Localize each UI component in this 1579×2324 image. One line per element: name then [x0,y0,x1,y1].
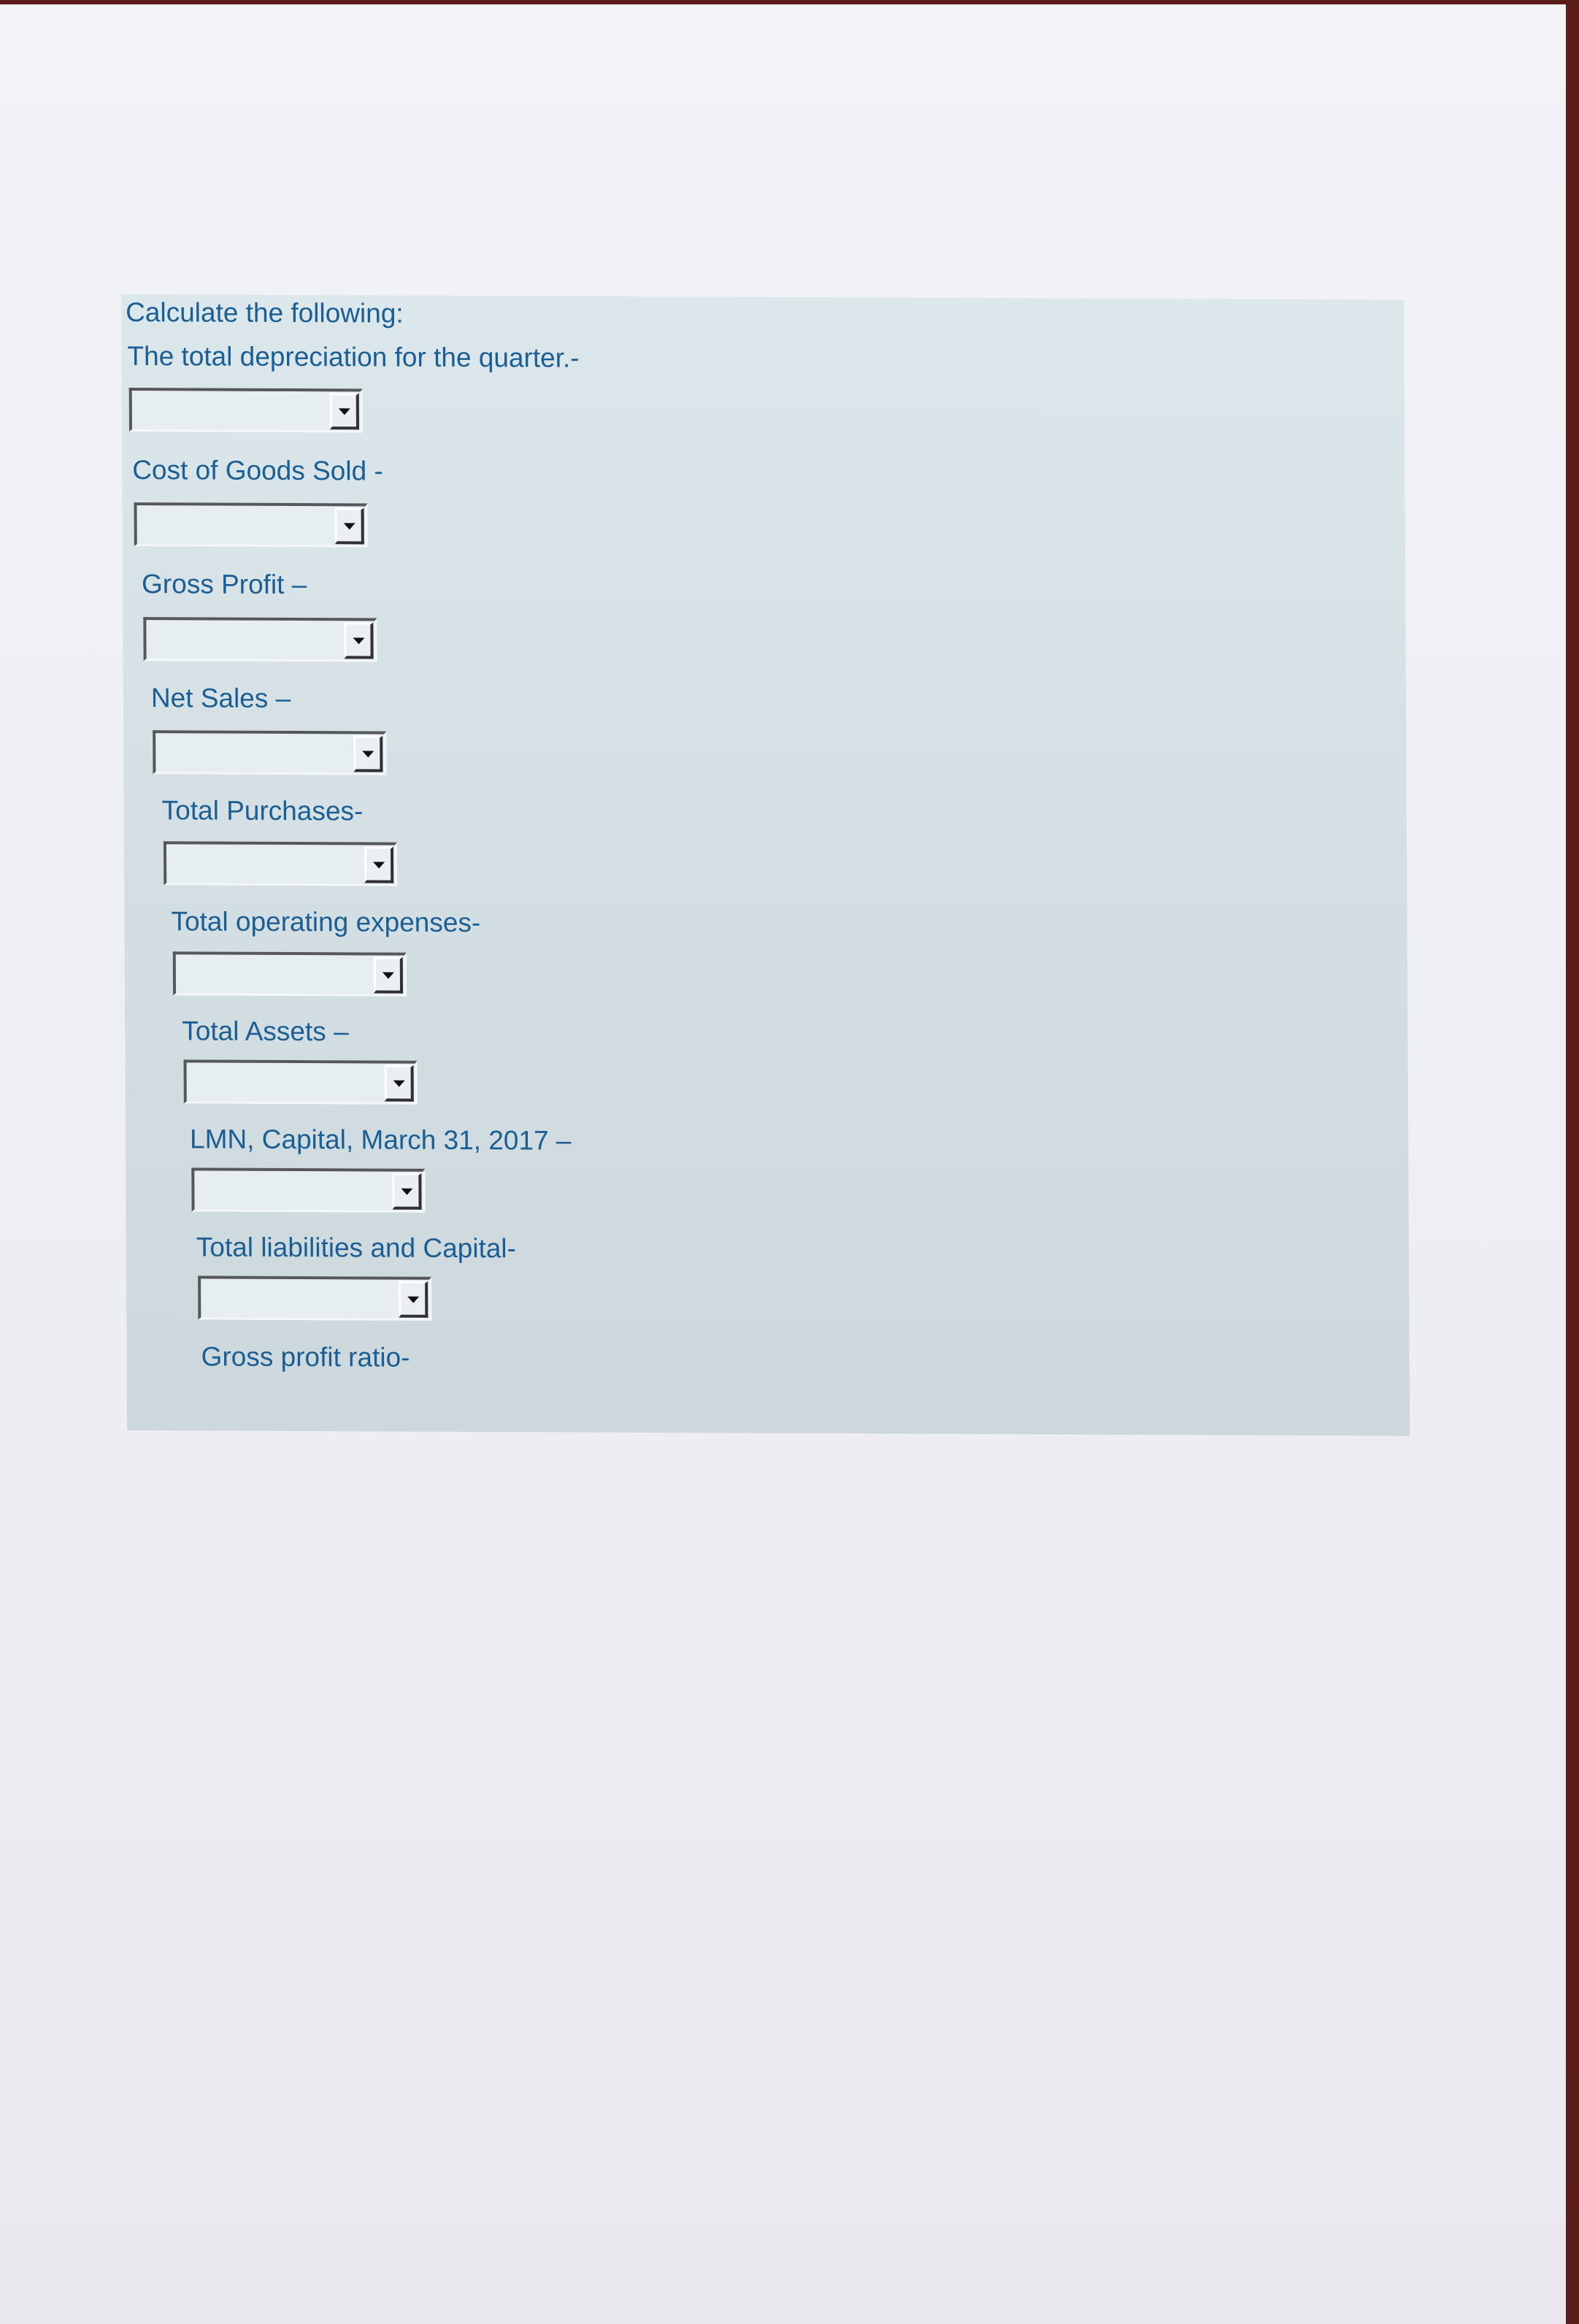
dropdown-total-liabilities-and-capital[interactable] [198,1276,432,1321]
label-total-purchases: Total Purchases- [161,795,364,827]
label-gross-profit: Gross Profit – [141,569,307,600]
dropdown-arrow-button[interactable] [334,507,364,545]
dropdown-net-sales[interactable] [153,730,387,775]
chevron-down-icon [400,1188,412,1195]
label-total-assets: Total Assets – [182,1016,349,1047]
dropdown-arrow-button[interactable] [344,622,374,659]
chevron-down-icon [393,1080,405,1087]
dropdown-arrow-button[interactable] [392,1173,422,1210]
chevron-down-icon [407,1296,419,1303]
dropdown-arrow-button[interactable] [329,393,359,430]
label-net-sales: Net Sales – [150,683,291,713]
dropdown-total-operating-expenses[interactable] [172,951,407,997]
form-heading: Calculate the following: [126,297,404,329]
dropdown-cost-of-goods-sold[interactable] [134,502,368,548]
chevron-down-icon [382,972,394,979]
dropdown-arrow-button[interactable] [373,956,404,994]
question-panel: Calculate the following: The total depre… [121,294,1410,1436]
chevron-down-icon [343,522,356,529]
label-gross-profit-ratio: Gross profit ratio- [201,1341,410,1373]
dropdown-total-purchases[interactable] [163,841,398,886]
chevron-down-icon [352,637,365,644]
paper-sheet: Calculate the following: The total depre… [0,4,1566,2324]
label-cost-of-goods-sold: Cost of Goods Sold - [132,455,383,486]
label-total-operating-expenses: Total operating expenses- [171,906,481,938]
dropdown-arrow-button[interactable] [384,1065,414,1102]
dropdown-lmn-capital[interactable] [191,1167,426,1213]
dropdown-arrow-button[interactable] [353,735,383,772]
dropdown-total-depreciation[interactable] [128,388,363,433]
label-lmn-capital: LMN, Capital, March 31, 2017 – [189,1124,572,1156]
chevron-down-icon [372,861,385,869]
dropdown-gross-profit[interactable] [143,617,377,662]
chevron-down-icon [338,407,350,415]
dropdown-arrow-button[interactable] [399,1281,429,1318]
dropdown-total-assets[interactable] [183,1059,418,1105]
label-total-liabilities-and-capital: Total liabilities and Capital- [196,1232,517,1264]
chevron-down-icon [361,750,374,757]
label-total-depreciation: The total depreciation for the quarter.- [127,341,580,373]
dropdown-arrow-button[interactable] [364,846,394,883]
